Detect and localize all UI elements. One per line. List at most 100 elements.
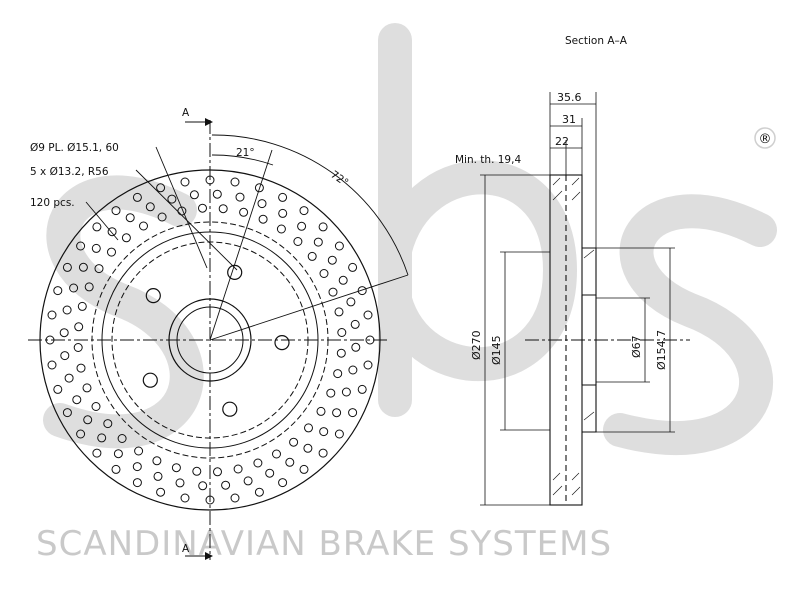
center-bore-inner (176, 306, 244, 374)
perforation-hole (134, 446, 144, 456)
svg-text:A: A (182, 543, 190, 555)
perforation-hole (157, 212, 167, 222)
perforation-hole (53, 286, 63, 296)
callout-bolt-holes: Ø9 PL. Ø15.1, 60 (30, 142, 119, 154)
perforation-hole (64, 373, 74, 383)
perforation-hole (156, 183, 166, 193)
angle-ray-21 (209, 149, 273, 341)
perforation-hole (334, 241, 344, 251)
perforation-hole (350, 319, 360, 329)
dim-hat-height: 31 (562, 113, 576, 126)
perforation-hole (365, 335, 375, 345)
perforation-hole (363, 360, 373, 370)
perforation-hole (213, 467, 222, 477)
perforation-hole (77, 301, 87, 311)
perforation-hole (94, 264, 104, 274)
angle-arc-21 (211, 154, 274, 166)
perforation-hole (171, 463, 181, 473)
perforation-hole (117, 434, 127, 443)
perforation-hole (328, 287, 338, 297)
perforation-hole (113, 449, 123, 459)
perforation-hole (111, 464, 121, 474)
perforation-hole (299, 206, 309, 216)
center-bore (168, 298, 252, 382)
wheel-bolt-holes (142, 264, 290, 417)
perforation-hole (337, 328, 347, 337)
perforation-hole (307, 251, 317, 261)
perforation-hole (333, 369, 343, 379)
perforation-hole (313, 237, 323, 247)
perforation-hole (91, 243, 101, 253)
min-thickness-label: Min. th. 19,4 (455, 154, 521, 166)
perforation-hole (76, 241, 86, 251)
perforation-hole (316, 406, 326, 416)
section-title: Section A–A (565, 35, 628, 47)
top-dimensions (549, 92, 597, 248)
perforation-hole (153, 471, 163, 481)
perforation-hole (125, 213, 135, 223)
perforation-hole (348, 262, 358, 272)
wheel-bolt-hole (274, 335, 290, 351)
perforation-hole (334, 429, 344, 439)
perforation-hole (336, 348, 346, 358)
perforation-hole (235, 192, 245, 202)
perforation-hole (103, 419, 113, 429)
perforation-hole (91, 402, 101, 411)
section-marker-bottom: A (182, 543, 213, 560)
perforation-hole (221, 480, 231, 490)
perforation-hole (205, 175, 215, 185)
inner-ring-dashed (91, 221, 329, 459)
callout-leaders (85, 146, 238, 271)
perforation-hole (192, 466, 202, 476)
perforation-hole (167, 194, 177, 204)
perforation-hole (289, 437, 299, 447)
perforation-hole (348, 365, 358, 375)
dim-outer-diameter: Ø270 (470, 330, 483, 360)
perforation-hole (318, 222, 328, 232)
perforation-hole (348, 408, 358, 418)
perforation-hole (334, 307, 344, 317)
brand-watermark-text: SCANDINAVIAN BRAKE SYSTEMS (36, 524, 612, 564)
wheel-bolt-hole (142, 372, 158, 388)
perforation-hole (152, 456, 162, 466)
perforation-hole (62, 408, 72, 418)
perforation-hole (278, 478, 288, 488)
perforation-hole (145, 202, 155, 212)
perforation-hole (299, 464, 309, 474)
callout-wheel-bolts: 5 x Ø13.2, R56 (30, 166, 109, 178)
perforation-hole (198, 481, 208, 491)
dim-hat-outer: Ø154.7 (655, 330, 668, 370)
perforation-hole (332, 408, 342, 418)
perforation-hole (189, 190, 199, 200)
section-hatching (552, 177, 595, 496)
perforation-hole (297, 221, 307, 231)
perforation-hole (341, 387, 351, 397)
perforation-hole (303, 443, 313, 453)
perforation-hole (212, 189, 222, 199)
perforation-hole (69, 283, 79, 293)
perforation-hole (84, 282, 94, 292)
callout-perforations: 120 pcs. (30, 197, 75, 209)
perforation-hole (78, 262, 88, 272)
perforation-hole (230, 493, 240, 503)
perforation-hole (156, 487, 166, 497)
outer-rim (39, 169, 381, 511)
perforation-hole (47, 310, 57, 320)
perforation-hole (107, 247, 116, 257)
dim-total-height: 35.6 (557, 91, 582, 104)
perforation-hole (175, 478, 185, 488)
perforation-hole (363, 310, 373, 320)
perforation-hole (53, 384, 63, 394)
perforation-hole (233, 464, 243, 474)
angle-arc-72 (211, 134, 409, 276)
front-view (28, 120, 390, 560)
perforation-hole (76, 429, 86, 439)
perforation-hole (357, 286, 367, 296)
perforation-hole (59, 328, 69, 338)
perforation-hole (278, 192, 288, 202)
perforation-hole (319, 269, 329, 278)
perforation-hole (132, 478, 142, 488)
perforation-hole (47, 360, 57, 370)
perforation-hole (121, 233, 131, 243)
